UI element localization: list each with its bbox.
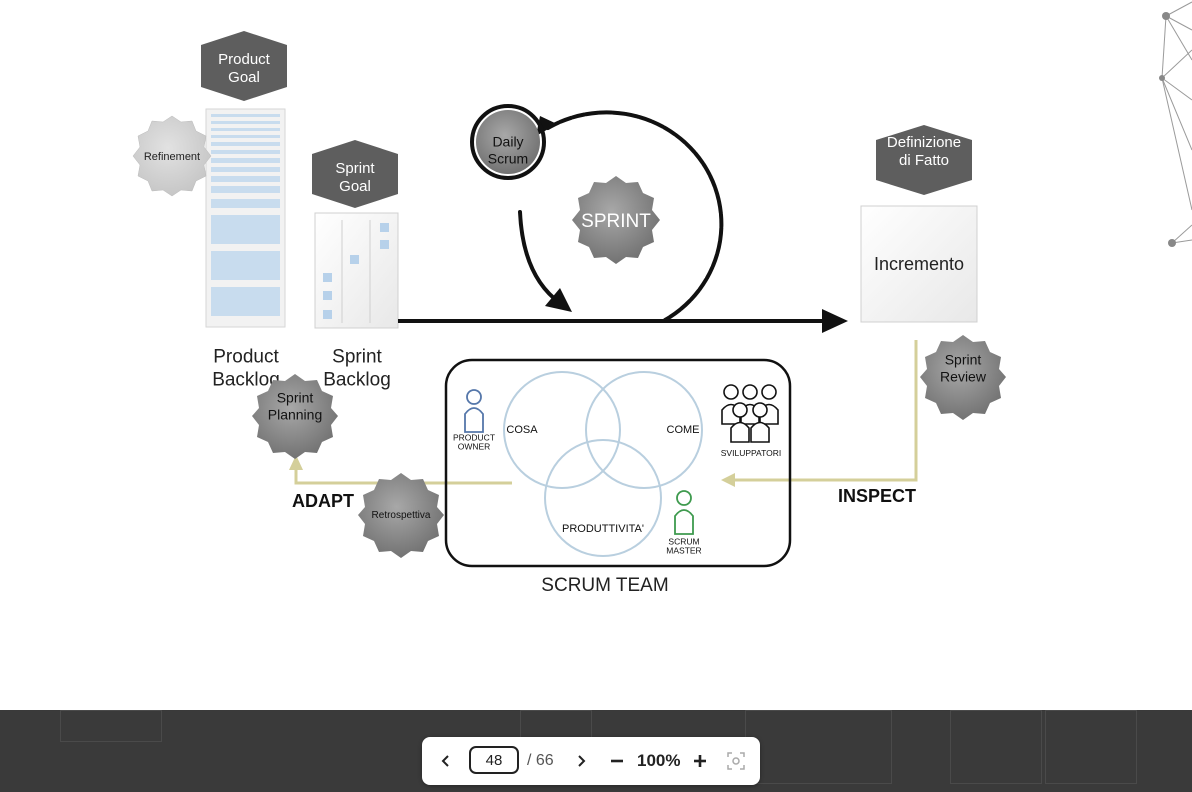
developers-icon <box>721 384 779 443</box>
adapt-arrow-head <box>289 455 303 470</box>
page-toolbar: / 66 100% <box>422 737 760 785</box>
plus-icon <box>694 755 706 767</box>
cosa-label: COSA <box>506 424 538 436</box>
retrospective-badge: Retrospettiva <box>358 473 444 558</box>
product-owner-icon <box>464 389 484 433</box>
zoom-out-button[interactable] <box>605 749 629 773</box>
inspect-arrow-head <box>721 473 735 487</box>
productivity-label: PRODUTTIVITA' <box>562 523 644 535</box>
sprint-badge: SPRINT <box>572 176 660 264</box>
developers-label: SVILUPPATORI <box>721 448 781 458</box>
increment-box: Incremento <box>860 205 978 323</box>
next-page-button[interactable] <box>569 749 593 773</box>
minus-icon <box>611 759 623 763</box>
sprint-cycle <box>518 110 724 322</box>
inspect-path <box>735 340 918 482</box>
refinement-label: Refinement <box>144 151 200 163</box>
refinement-badge: Refinement <box>132 115 212 197</box>
sprint-arrow-head <box>545 288 572 312</box>
retrospective-label: Retrospettiva <box>372 510 431 521</box>
scrum-team-label: SCRUM TEAM <box>541 575 668 596</box>
page-number-input[interactable] <box>469 746 519 774</box>
chevron-left-icon <box>441 755 449 767</box>
inspect-label: INSPECT <box>838 486 916 506</box>
network-decoration <box>1161 1 1192 244</box>
increment-label: Incremento <box>874 254 964 274</box>
zoom-in-button[interactable] <box>688 749 712 773</box>
adapt-path <box>294 468 512 485</box>
zoom-level-label: 100% <box>637 751 681 770</box>
adapt-label: ADAPT <box>292 491 354 511</box>
fullscreen-icon <box>727 752 745 770</box>
product-backlog-panel <box>205 108 286 328</box>
scrum-team-box <box>444 358 792 568</box>
timeline-arrow-head <box>822 309 848 333</box>
fullscreen-button[interactable] <box>724 749 748 773</box>
come-label: COME <box>667 424 700 436</box>
total-pages-label: / 66 <box>527 752 554 769</box>
sprint-backlog-panel <box>314 212 399 329</box>
sprint-label: SPRINT <box>581 211 651 232</box>
chevron-right-icon <box>578 755 586 767</box>
prev-page-button[interactable] <box>434 749 458 773</box>
scrum-master-icon <box>674 490 694 535</box>
